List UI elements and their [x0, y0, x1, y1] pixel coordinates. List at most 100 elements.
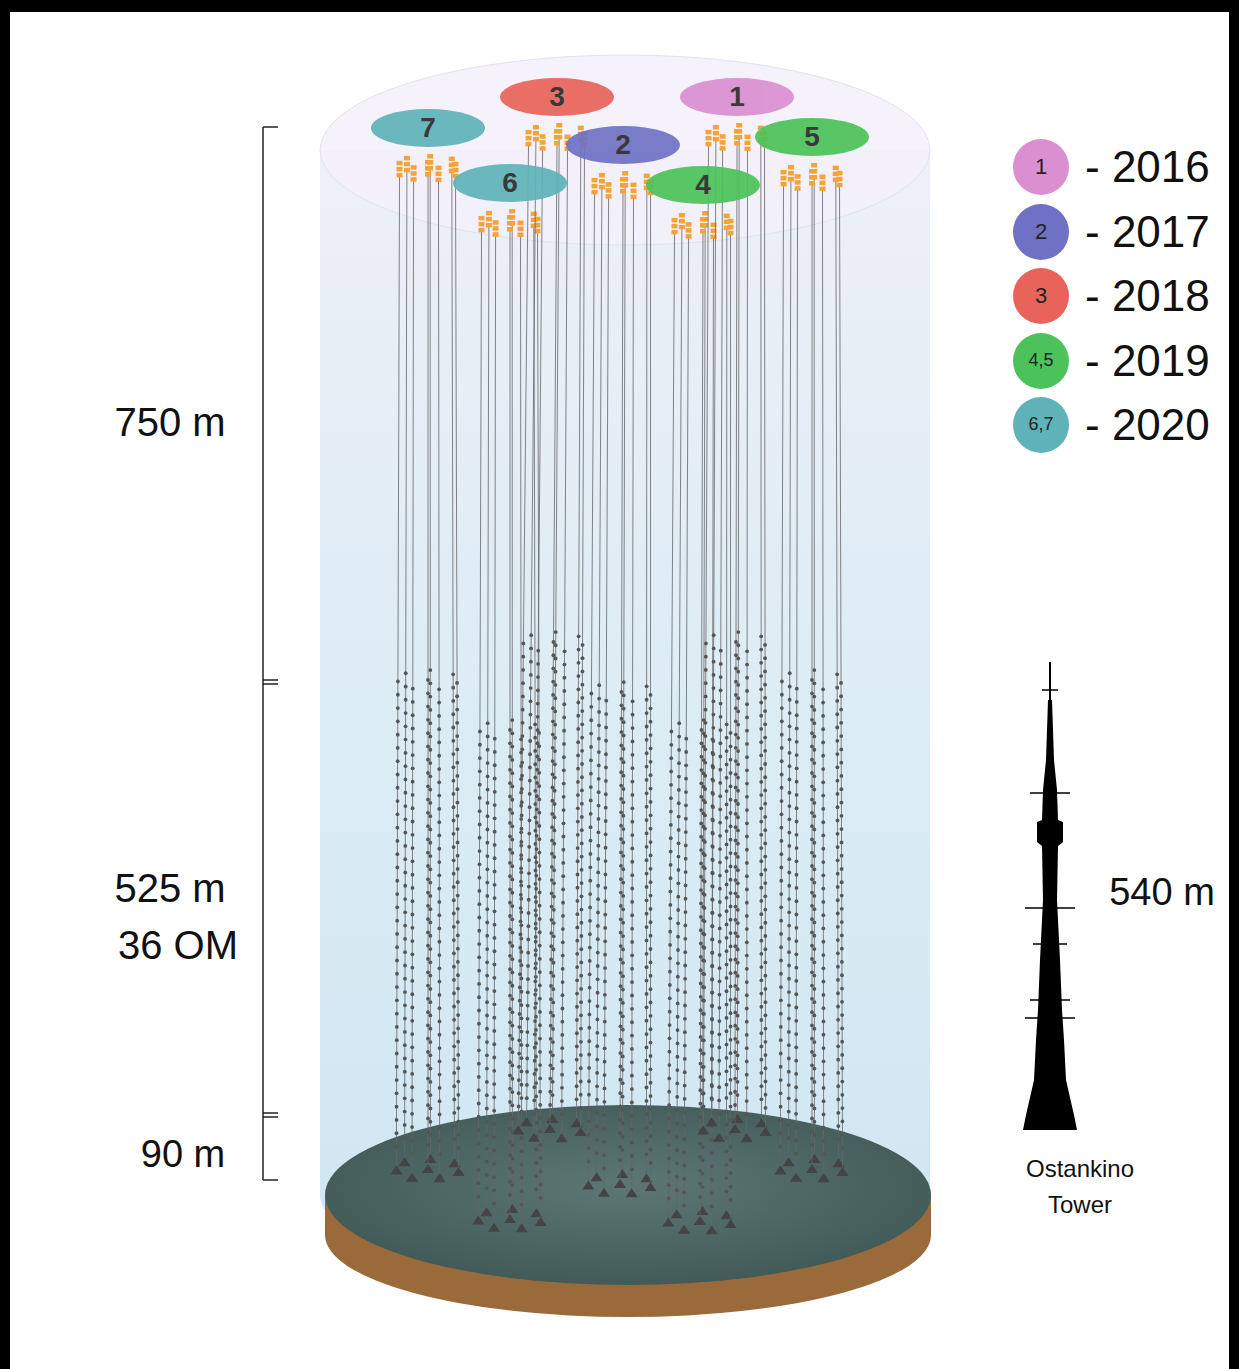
buoy [713, 131, 719, 136]
optical-module [428, 801, 432, 805]
optical-module [403, 1123, 407, 1127]
optical-module [580, 722, 584, 726]
optical-module [576, 740, 580, 744]
optical-module [745, 1086, 749, 1090]
optical-module [677, 868, 681, 872]
optical-module [684, 750, 688, 754]
optical-module [561, 954, 565, 958]
optical-module [710, 1030, 714, 1034]
optical-module [575, 1058, 579, 1062]
optical-module [511, 1157, 515, 1161]
optical-module [712, 686, 716, 690]
optical-module [534, 874, 538, 878]
optical-module [702, 986, 706, 990]
optical-module [597, 723, 601, 727]
optical-module [645, 1032, 649, 1036]
optical-module [403, 950, 407, 954]
optical-module [589, 718, 593, 722]
optical-module [602, 1153, 606, 1157]
optical-module [703, 814, 707, 818]
optical-module [589, 758, 593, 762]
optical-module [759, 674, 763, 678]
optical-module [759, 754, 763, 758]
optical-module [563, 663, 567, 667]
buoy [679, 225, 685, 230]
optical-module [683, 1004, 687, 1008]
optical-module [729, 1065, 733, 1069]
optical-module [455, 734, 459, 738]
optical-module [736, 723, 740, 727]
optical-module [538, 1156, 542, 1160]
buoy [606, 182, 612, 187]
optical-module [684, 790, 688, 794]
optical-module [718, 953, 722, 957]
optical-module [519, 880, 523, 884]
optical-module [649, 747, 653, 751]
buoy [425, 172, 431, 177]
optical-module [645, 1005, 649, 1009]
optical-module [562, 808, 566, 812]
optical-module [719, 702, 723, 706]
optical-module [508, 914, 512, 918]
optical-module [649, 1014, 653, 1018]
optical-module [552, 948, 556, 952]
optical-module [403, 844, 407, 848]
optical-module [759, 859, 763, 863]
optical-module [428, 748, 432, 752]
optical-module [519, 910, 523, 914]
buoy [554, 141, 560, 146]
optical-module [745, 835, 749, 839]
optical-module [621, 1148, 625, 1152]
optical-module [404, 711, 408, 715]
optical-module [477, 982, 481, 986]
optical-module [538, 944, 542, 948]
optical-module [668, 970, 672, 974]
optical-module [676, 1055, 680, 1059]
optical-module [403, 964, 407, 968]
anchor [582, 1180, 594, 1189]
optical-module [602, 1140, 606, 1144]
optical-module [604, 752, 608, 756]
string-cable [684, 238, 689, 1230]
optical-module [426, 798, 430, 802]
optical-module [539, 1183, 543, 1187]
optical-module [733, 958, 737, 962]
optical-module [534, 966, 538, 970]
optical-module [451, 752, 455, 756]
optical-module [519, 893, 523, 897]
optical-module [534, 1187, 538, 1191]
optical-module [725, 896, 729, 900]
optical-module [683, 1070, 687, 1074]
lake-bed [325, 1105, 931, 1285]
optical-module [684, 817, 688, 821]
optical-module [553, 815, 557, 819]
optical-module [428, 921, 432, 925]
optical-module [734, 667, 738, 671]
optical-module [718, 860, 722, 864]
optical-module [699, 915, 703, 919]
optical-module [550, 865, 554, 869]
optical-module [763, 696, 767, 700]
optical-module [630, 1047, 634, 1051]
optical-module [718, 1006, 722, 1010]
optical-module [589, 799, 593, 803]
optical-module [619, 757, 623, 761]
optical-module [725, 1136, 729, 1140]
optical-module [538, 930, 542, 934]
optical-module [511, 1170, 515, 1174]
optical-module [675, 1188, 679, 1192]
optical-module [683, 950, 687, 954]
optical-module [520, 1043, 524, 1047]
optical-module [562, 835, 566, 839]
optical-module [589, 812, 593, 816]
anchor [390, 1165, 402, 1174]
optical-module [535, 834, 539, 838]
optical-module [704, 642, 708, 646]
optical-module [649, 1108, 653, 1112]
optical-module [736, 683, 740, 687]
optical-module [759, 661, 763, 665]
optical-module [492, 1109, 496, 1113]
optical-module [711, 726, 715, 730]
optical-module [538, 983, 542, 987]
optical-module [759, 978, 763, 982]
